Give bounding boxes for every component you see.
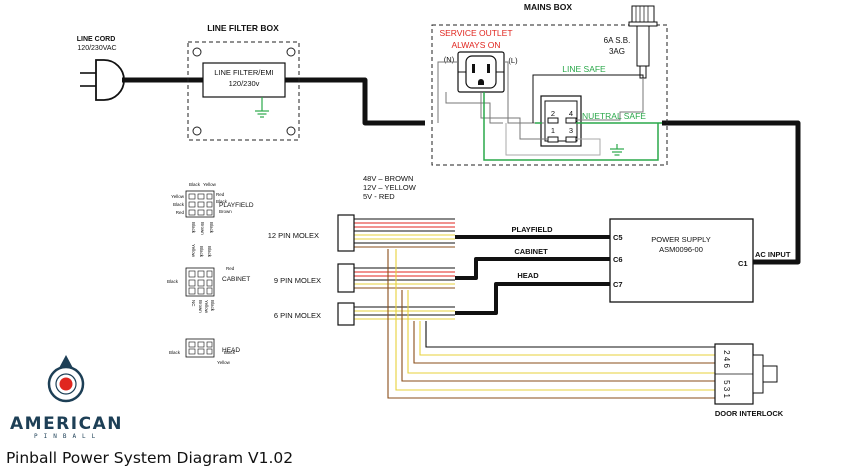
mount-hole-icon [286,47,296,57]
cab-right: Red [226,266,235,271]
port-c7: C7 [613,280,623,289]
switch-pin-3: 3 [569,126,573,135]
interlock-pins-bottom: 5 3 1 [722,380,731,398]
always-on-label: ALWAYS ON [452,40,501,50]
port-c5: C5 [613,233,623,242]
head-left: Black [169,350,181,355]
cable-label-playfield: PLAYFIELD [512,225,554,234]
pf-right-1: Red [216,192,225,197]
legend-5v: 5V - RED [363,192,395,201]
pf-right-3: Brown [219,209,232,214]
cab-left: Black [167,279,179,284]
mount-hole-icon [192,126,202,136]
mount-hole-icon [286,126,296,136]
molex-9-connector [337,263,355,293]
switch-pin-1: 1 [551,126,555,135]
power-supply [609,218,754,303]
head-bottom: Yellow [217,360,231,365]
wire-harness [354,218,715,399]
power-supply-part: ASM0096-00 [659,245,703,254]
cable-label-cabinet: CABINET [514,247,548,256]
service-outlet-icon [457,51,505,93]
cab-bottom-4: Black [210,300,215,312]
pf-bottom-1: Black [191,222,196,234]
live-label: (L) [508,56,518,65]
molex-6-label: 6 PIN MOLEX [274,311,321,320]
cab-top-2: Black [199,246,204,258]
line-cord-label: LINE CORD [77,36,116,43]
cab-top-1: Yellow [191,244,196,258]
pinout-playfield-title: PLAYFIELD [219,202,254,209]
dc-cables [455,235,610,315]
cable-label-head: HEAD [517,271,539,280]
pinout-head-title: HEAD [222,347,240,354]
pf-bottom-2: Brown [200,222,205,235]
chassis-ground-icon [610,144,624,156]
fuse-type: 3AG [609,47,625,56]
pf-left-1: Yellow [171,194,185,199]
power-switch-icon [540,95,582,147]
mains-box-title: MAINS BOX [524,2,573,12]
line-cord-voltage: 120/230VAC [77,45,116,52]
line-filter-module [202,62,286,98]
pinout-cabinet-title: CABINET [222,276,250,283]
mount-hole-icon [192,47,202,57]
molex-6-connector [337,302,355,326]
cab-bottom-2: Brown [198,300,203,313]
cabinet-pinout-grid [185,267,215,297]
ac-input-label: AC INPUT [755,250,791,259]
pf-top-2: Yellow [203,182,217,187]
switch-pin-4: 4 [569,109,573,118]
line-filter-rating: 120/230v [229,79,260,88]
legend-12v: 12V – YELLOW [363,183,417,192]
mains-internal-wiring [437,61,644,156]
pf-left-3: Red [176,210,185,215]
line-safe-label: LINE SAFE [562,64,606,74]
power-supply-label: POWER SUPPLY [651,235,710,244]
fuse-holder-icon [628,5,658,79]
port-c1: C1 [738,259,748,268]
pf-top-1: Black [189,182,201,187]
brand-sub: PINBALL [34,433,102,440]
switch-pin-2: 2 [551,109,555,118]
cab-bottom-1: NC [191,300,196,307]
playfield-pinout-grid [185,190,215,218]
fuse-rating: 6A S.B. [604,36,631,45]
molex-12-connector [337,214,355,252]
molex-9-label: 9 PIN MOLEX [274,276,321,285]
port-c6: C6 [613,255,623,264]
neutral-safe-label: NUETRAL SAFE [582,111,646,121]
door-interlock-label: DOOR INTERLOCK [715,409,784,418]
pf-left-2: Black [173,202,185,207]
pf-bottom-3: Black [209,222,214,234]
door-interlock-switch [714,343,778,405]
american-pinball-logo [47,355,85,403]
pf-right-2: Black [216,199,228,204]
plug-icon [80,59,125,101]
molex-12-label: 12 PIN MOLEX [268,231,319,240]
interlock-pins-top: 2 4 6 [722,350,731,368]
ground-icon [255,97,269,118]
mains-box [431,24,668,166]
brand-name: AMERICAN [10,414,123,434]
head-pinout-grid [185,338,215,358]
cab-top-3: Black [207,246,212,258]
line-filter-box-title: LINE FILTER BOX [207,23,279,33]
line-filter-label: LINE FILTER/EMI [214,68,273,77]
ground-wiring [483,92,662,161]
mains-cable [122,77,801,265]
cab-bottom-3: Yellow [204,300,209,314]
diagram-title: Pinball Power System Diagram V1.02 [6,449,294,467]
head-right: Black [224,350,236,355]
service-outlet-label: SERVICE OUTLET [439,28,512,38]
neutral-label: (N) [444,55,455,64]
legend-48v: 48V – BROWN [363,174,413,183]
